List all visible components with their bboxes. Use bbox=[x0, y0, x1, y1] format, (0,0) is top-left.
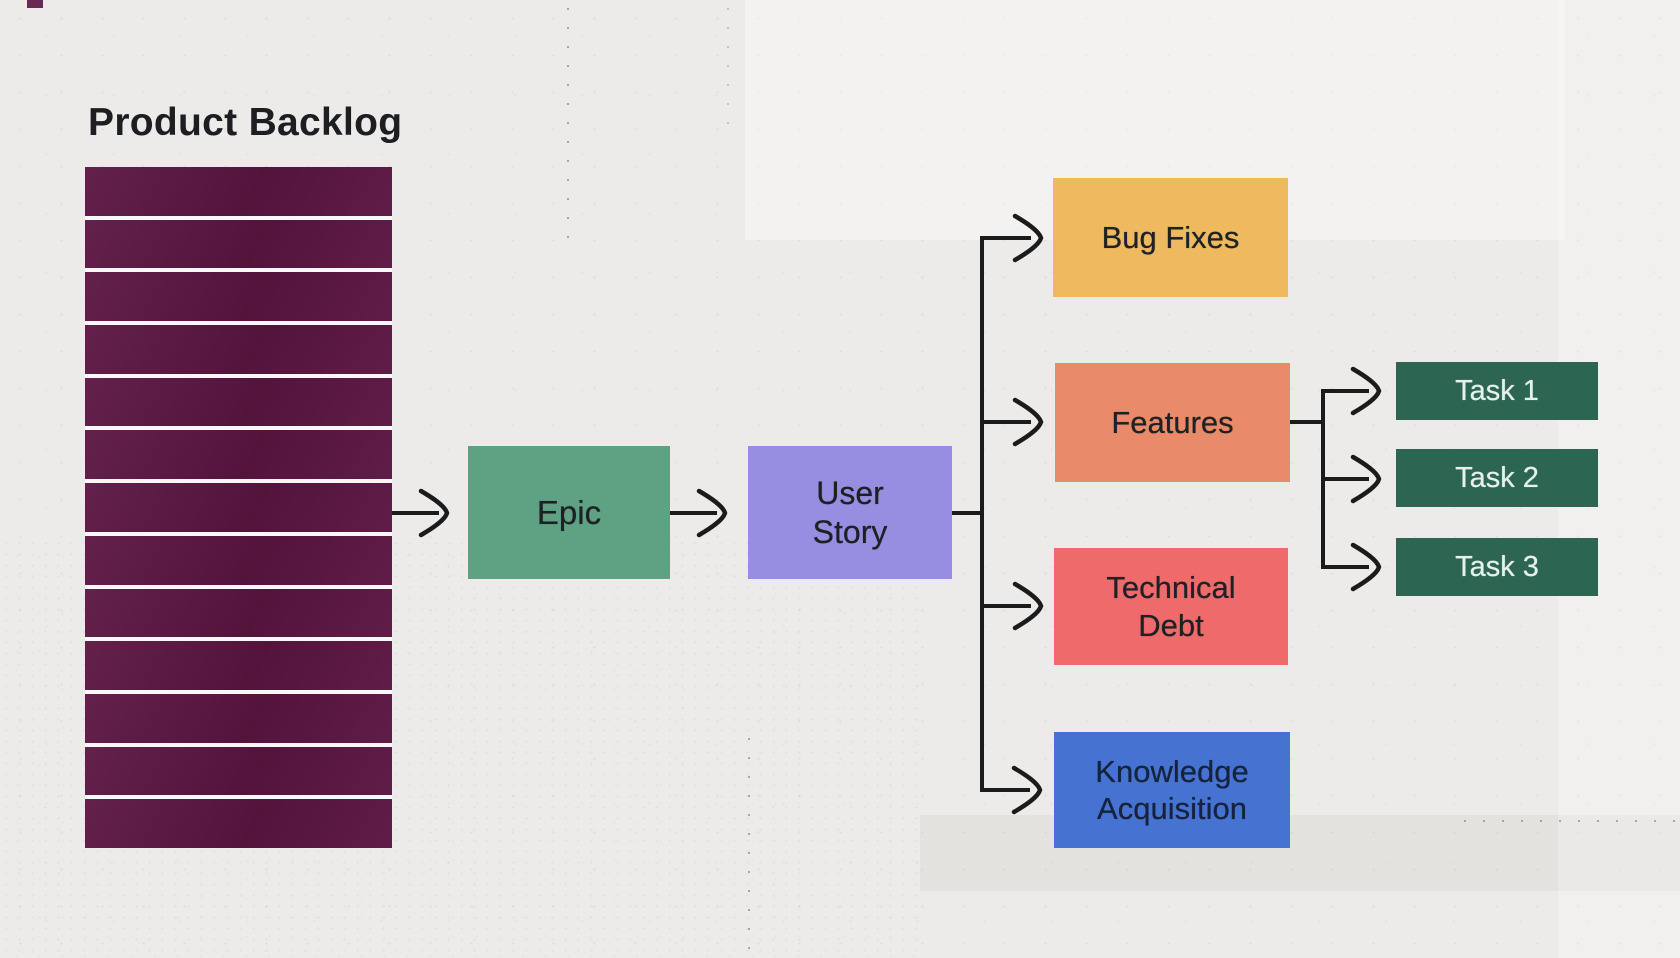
backlog-row bbox=[85, 430, 392, 480]
backlog-row bbox=[85, 483, 392, 532]
node-epic: Epic bbox=[468, 446, 670, 579]
backlog-row bbox=[85, 535, 392, 585]
node-bug-fixes-label: Bug Fixes bbox=[1101, 219, 1240, 255]
node-task-1-label: Task 1 bbox=[1455, 374, 1539, 407]
dotted-line-decoration bbox=[1464, 820, 1680, 822]
backlog-row bbox=[85, 377, 392, 427]
node-task-3-label: Task 3 bbox=[1455, 550, 1539, 583]
node-task-2-label: Task 2 bbox=[1455, 461, 1539, 494]
node-epic-label: Epic bbox=[536, 493, 602, 531]
node-technical-debt: Technical Debt bbox=[1054, 548, 1288, 665]
node-task-1: Task 1 bbox=[1396, 362, 1598, 420]
corner-chip-decoration bbox=[27, 0, 43, 8]
node-features-label: Features bbox=[1111, 404, 1234, 440]
arrowhead-icon bbox=[1012, 581, 1044, 631]
backlog-row bbox=[85, 272, 392, 322]
dotted-line-decoration bbox=[567, 8, 569, 240]
texture-band-bottom-right bbox=[920, 815, 1680, 891]
node-knowledge-acquisition-label: Knowledge Acquisition bbox=[1095, 753, 1249, 826]
node-bug-fixes: Bug Fixes bbox=[1053, 178, 1288, 297]
backlog-row bbox=[85, 219, 392, 269]
arrowhead-icon bbox=[1350, 542, 1382, 592]
backlog-row bbox=[85, 693, 392, 743]
backlog-stack bbox=[85, 167, 392, 848]
arrowhead-icon bbox=[1012, 397, 1044, 447]
node-features: Features bbox=[1055, 363, 1290, 482]
backlog-row bbox=[85, 641, 392, 690]
arrowhead-icon bbox=[418, 488, 450, 538]
arrowhead-icon bbox=[696, 488, 728, 538]
backlog-row bbox=[85, 325, 392, 374]
arrowhead-icon bbox=[1350, 454, 1382, 504]
node-user-story-label: User Story bbox=[812, 475, 888, 550]
dotted-line-decoration bbox=[748, 738, 750, 958]
backlog-row bbox=[85, 746, 392, 796]
dotted-line-decoration bbox=[727, 8, 729, 133]
node-task-2: Task 2 bbox=[1396, 449, 1598, 507]
backlog-row bbox=[85, 167, 392, 216]
backlog-row bbox=[85, 799, 392, 848]
arrowhead-icon bbox=[1350, 366, 1382, 416]
arrowhead-icon bbox=[1011, 765, 1043, 815]
node-user-story: User Story bbox=[748, 446, 952, 579]
node-technical-debt-label: Technical Debt bbox=[1106, 570, 1236, 643]
arrowhead-icon bbox=[1012, 213, 1044, 263]
node-knowledge-acquisition: Knowledge Acquisition bbox=[1054, 732, 1290, 848]
backlog-row bbox=[85, 588, 392, 638]
page-title: Product Backlog bbox=[88, 101, 403, 144]
node-task-3: Task 3 bbox=[1396, 538, 1598, 596]
